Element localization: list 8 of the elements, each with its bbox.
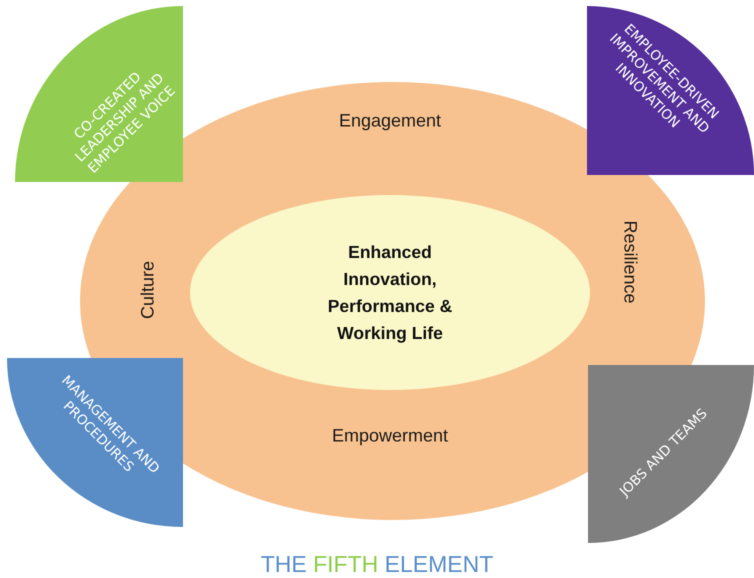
empowerment-label: Empowerment bbox=[332, 426, 448, 446]
quarter-circle-segment bbox=[588, 365, 754, 543]
resilience-label: Resilience bbox=[620, 220, 640, 304]
quarter-circle-segment bbox=[587, 6, 754, 175]
engagement-label: Engagement bbox=[338, 110, 442, 132]
culture-label: Culture bbox=[138, 260, 158, 320]
center-label: Enhanced Innovation, Performance & Working Life bbox=[326, 240, 454, 345]
diagram-title: THE FIFTH ELEMENT bbox=[260, 551, 494, 578]
